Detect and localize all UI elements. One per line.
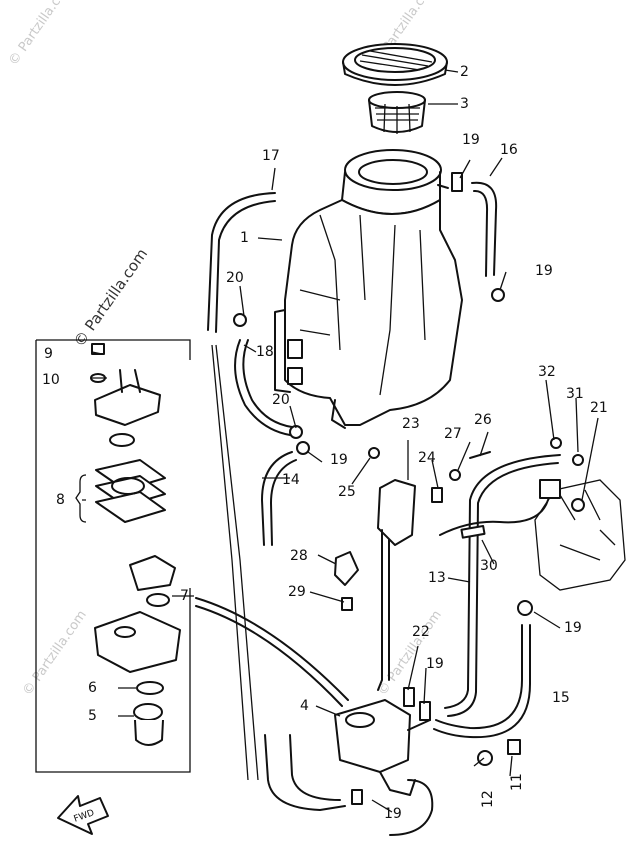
callout-9: 9 (44, 346, 53, 362)
callout-27: 27 (444, 426, 462, 442)
callout-19: 19 (330, 452, 348, 468)
callout-8: 8 (56, 492, 65, 508)
callout-22: 22 (412, 624, 430, 640)
hose-14 (261, 451, 297, 546)
callout-24: 24 (418, 450, 436, 466)
choke-linkage (334, 447, 491, 691)
hose-17 (207, 192, 276, 333)
callout-13: 13 (428, 570, 446, 586)
fuel-pump-exploded (35, 339, 191, 773)
clamp-fittings (233, 172, 585, 805)
strainer (368, 91, 426, 134)
callout-14: 14 (282, 472, 300, 488)
hose-13 (444, 454, 561, 717)
filler-cap (342, 43, 448, 86)
callout-3: 3 (460, 96, 469, 112)
callout-19: 19 (384, 806, 402, 822)
callout-18: 18 (256, 344, 274, 360)
callout-21: 21 (590, 400, 608, 416)
callout-26: 26 (474, 412, 492, 428)
leader-lines (82, 69, 599, 813)
hose-15 (433, 624, 531, 739)
callout-7: 7 (180, 588, 189, 604)
hose-19-lower (264, 734, 434, 836)
callout-25: 25 (338, 484, 356, 500)
callout-19: 19 (462, 132, 480, 148)
callout-17: 17 (262, 148, 280, 164)
callout-5: 5 (88, 708, 97, 724)
fuel-tank (274, 149, 463, 429)
callout-29: 29 (288, 584, 306, 600)
callout-32: 32 (538, 364, 556, 380)
callout-1: 1 (240, 230, 249, 246)
callout-31: 31 (566, 386, 584, 402)
callout-12: 12 (480, 790, 496, 808)
callout-11: 11 (509, 773, 525, 791)
callout-16: 16 (500, 142, 518, 158)
bracket-8 (75, 474, 87, 523)
callout-20: 20 (272, 392, 290, 408)
callout-2: 2 (460, 64, 469, 80)
hose-18 (234, 339, 293, 436)
fwd-arrow: FWD (57, 795, 109, 835)
hose-16 (471, 181, 498, 277)
callout-19: 19 (564, 620, 582, 636)
callout-4: 4 (300, 698, 309, 714)
callout-19: 19 (535, 263, 553, 279)
hose-7 (195, 597, 349, 707)
callout-labels: 1 2 3 4 5 6 7 8 9 10 11 12 13 14 15 16 1… (42, 64, 608, 822)
callout-30: 30 (480, 558, 498, 574)
callout-28: 28 (290, 548, 308, 564)
callout-19: 19 (426, 656, 444, 672)
callout-23: 23 (402, 416, 420, 432)
callout-20: 20 (226, 270, 244, 286)
callout-15: 15 (552, 690, 570, 706)
engine-block (534, 479, 626, 591)
callout-6: 6 (88, 680, 97, 696)
callout-10: 10 (42, 372, 60, 388)
fuel-pump-assembly (334, 687, 431, 796)
choke-cable (439, 499, 549, 539)
long-side-hose (211, 344, 259, 781)
